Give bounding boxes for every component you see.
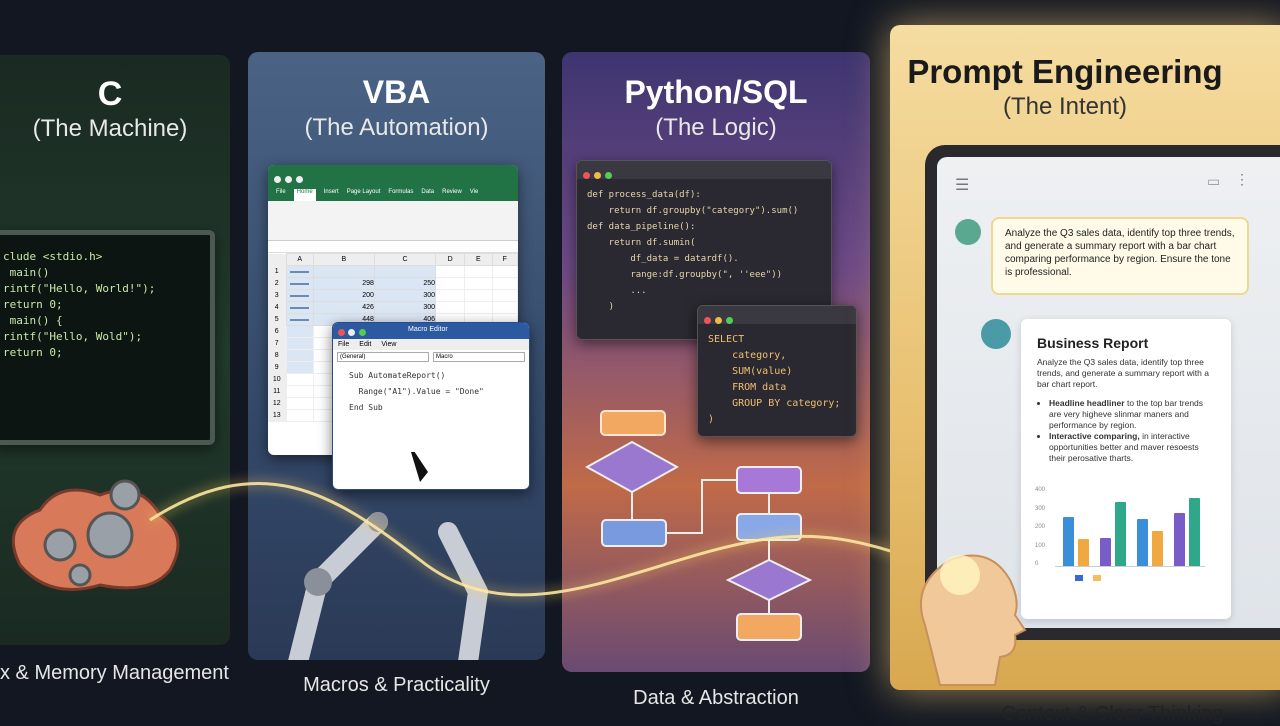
assistant-avatar bbox=[981, 319, 1011, 349]
general-dropdown[interactable]: (General) bbox=[337, 352, 429, 362]
report-intro: Analyze the Q3 sales data, identify top … bbox=[1037, 357, 1209, 389]
chat-icon[interactable]: ▭ bbox=[1207, 173, 1221, 189]
ribbon-tab[interactable]: Home bbox=[293, 189, 316, 201]
chart-bar bbox=[1063, 516, 1074, 566]
panel-title: Python/SQL bbox=[624, 74, 808, 110]
macro-editor-title: Macro Editor bbox=[408, 326, 448, 333]
flowchart-process bbox=[600, 410, 666, 436]
code-line: ... bbox=[587, 286, 647, 296]
macro-editor-window: Macro Editor File Edit View (General) Macr… bbox=[332, 322, 530, 490]
panel-subtitle: (The Intent) bbox=[1002, 93, 1128, 120]
panel-vba: VBA (The Automation) File Home Insert Page … bbox=[248, 52, 545, 660]
code-line: def data_pipeline(): bbox=[587, 222, 696, 232]
report-bullet: Headline headliner to the top bar trends… bbox=[1049, 398, 1215, 431]
menu-item[interactable]: View bbox=[381, 341, 397, 348]
code-line: range:df.groupby(", ''eee")) bbox=[587, 270, 783, 280]
chart-legend bbox=[1075, 575, 1102, 583]
ribbon-tab[interactable]: Review bbox=[442, 189, 462, 195]
robot-arm-icon bbox=[288, 452, 489, 660]
ribbon-tab[interactable]: Vie bbox=[469, 189, 479, 195]
menu-item[interactable]: File bbox=[338, 341, 350, 348]
head-icon bbox=[919, 554, 1027, 686]
panel-footer: Macros & Practicality bbox=[303, 674, 490, 696]
table-row: 1 bbox=[268, 265, 518, 278]
code-line: df_data = datardf(). bbox=[587, 254, 739, 264]
column-header: E bbox=[464, 253, 493, 266]
code-line: ) bbox=[708, 414, 715, 425]
panel-subtitle: (The Machine) bbox=[32, 115, 188, 142]
column-header: D bbox=[435, 253, 466, 266]
column-header: C bbox=[373, 253, 437, 266]
ribbon-tab[interactable]: File bbox=[276, 189, 286, 195]
bar-chart: 400 300 200 100 0 bbox=[1035, 487, 1215, 587]
code-line: SUM(value) bbox=[708, 366, 793, 377]
chart-bar bbox=[1078, 539, 1089, 566]
chart-bar bbox=[1152, 531, 1163, 566]
ribbon-tab[interactable]: Insert bbox=[323, 189, 339, 195]
chart-bar bbox=[1189, 497, 1200, 566]
code-line: Range("A1").Value = "Done" bbox=[349, 387, 484, 396]
panel-footer: Context & Clear Thinking bbox=[1001, 703, 1224, 725]
y-tick-label: 0 bbox=[1035, 561, 1039, 567]
chart-bar bbox=[1100, 538, 1111, 566]
code-line: SELECT bbox=[708, 334, 745, 345]
menu-icon[interactable]: ☰ bbox=[955, 177, 970, 194]
panel-subtitle: (The Automation) bbox=[304, 114, 489, 141]
column-header: B bbox=[312, 253, 375, 266]
ribbon-tab[interactable]: Data bbox=[421, 189, 435, 195]
ribbon-tab[interactable]: Page Layout bbox=[346, 189, 381, 195]
chart-bar bbox=[1115, 501, 1126, 566]
code-line: return df.groupby("category").sum() bbox=[587, 206, 799, 216]
code-line: GROUP BY category; bbox=[708, 398, 841, 409]
code-line: def process_data(df): bbox=[587, 190, 701, 200]
macro-dropdown[interactable]: Macro bbox=[433, 352, 525, 362]
code-line: return 0; bbox=[3, 298, 63, 311]
report-title: Business Report bbox=[1037, 335, 1149, 351]
flowchart-diagram bbox=[584, 440, 813, 641]
code-line: return 0; bbox=[3, 346, 63, 359]
panel-python-sql: Python/SQL (The Logic) def process_data(… bbox=[562, 52, 870, 672]
code-line: ) bbox=[587, 302, 615, 312]
code-line: main() bbox=[3, 266, 50, 279]
ribbon-tab[interactable]: Formulas bbox=[388, 189, 414, 195]
more-icon[interactable]: ⋮ bbox=[1235, 171, 1249, 187]
code-line: rintf("Hello, World!"); bbox=[3, 282, 156, 295]
column-header: A bbox=[285, 253, 314, 266]
report-bullet: Interactive comparing, in interactive op… bbox=[1049, 431, 1215, 464]
panel-title: VBA bbox=[362, 74, 431, 110]
panel-subtitle: (The Logic) bbox=[655, 114, 777, 141]
report-card: Business Report Analyze the Q3 sales dat… bbox=[1021, 319, 1231, 619]
sql-code-window: SELECT category, SUM(value) FROM data GR… bbox=[697, 305, 857, 437]
code-line: main() { bbox=[3, 314, 63, 327]
code-line: rintf("Hello, Wold"); bbox=[3, 330, 143, 343]
code-line: End Sub bbox=[349, 403, 383, 412]
y-tick-label: 300 bbox=[1035, 505, 1046, 512]
chart-bar bbox=[1174, 513, 1185, 566]
y-tick-label: 100 bbox=[1035, 542, 1046, 549]
chart-bar bbox=[1137, 518, 1148, 566]
column-header: F bbox=[491, 253, 518, 266]
terminal-window: clude <stdio.h> main() rintf("Hello, Worl… bbox=[0, 230, 215, 445]
panel-title: Prompt Engineering bbox=[907, 53, 1223, 90]
menu-item[interactable]: Edit bbox=[359, 341, 372, 348]
code-line: FROM data bbox=[708, 382, 787, 393]
user-avatar bbox=[955, 219, 981, 245]
prompt-input[interactable]: Analyze the Q3 sales data, identify top … bbox=[991, 217, 1249, 295]
code-line: Sub AutomateReport() bbox=[349, 371, 446, 380]
y-tick-label: 200 bbox=[1035, 524, 1046, 530]
panel-c: C (The Machine) clude <stdio.h> main() ri… bbox=[0, 55, 230, 645]
code-line: return df.sumin( bbox=[587, 238, 696, 248]
y-tick-label: 400 bbox=[1035, 487, 1046, 493]
panel-footer: x & Memory Management bbox=[0, 662, 229, 684]
code-line: category, bbox=[708, 350, 787, 361]
code-line: clude <stdio.h> bbox=[3, 250, 103, 263]
brain-icon bbox=[11, 479, 180, 591]
panel-title: C bbox=[97, 75, 123, 113]
panel-prompt-engineering: Prompt Engineering (The Intent) ☰ ▭ ⋮ An… bbox=[890, 25, 1280, 690]
panel-footer: Data & Abstraction bbox=[633, 687, 799, 709]
